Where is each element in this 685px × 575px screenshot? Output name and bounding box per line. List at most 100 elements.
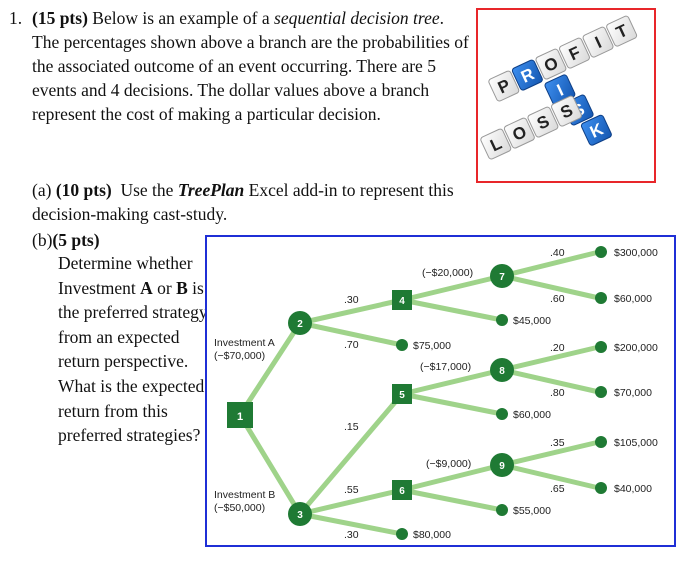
tree-branches — [237, 249, 602, 537]
node-9 — [490, 453, 514, 477]
node-6 — [392, 480, 412, 500]
part-b-label: (b) — [32, 230, 53, 250]
part-b-inv-b: B — [176, 277, 188, 298]
branch-9-40k — [499, 462, 602, 491]
terminal-80k — [396, 528, 408, 540]
decision-tree-svg: 1 4 5 6 2 3 7 8 9 Investment A (−$70,000… — [214, 246, 658, 541]
branch-2-4 — [297, 297, 405, 326]
value-60k-b: $60,000 — [513, 409, 551, 421]
label-d4-cost: (−$20,000) — [422, 267, 473, 279]
svg-text:6: 6 — [399, 486, 405, 497]
part-b-body: Determine whether Investment A or B is t… — [58, 251, 208, 448]
svg-text:3: 3 — [297, 510, 303, 521]
value-200k: $200,000 — [614, 342, 658, 354]
label-p3-top: .15 — [344, 421, 359, 433]
label-d6-cost: (−$9,000) — [426, 458, 471, 470]
node-8 — [490, 358, 514, 382]
terminal-200k — [595, 341, 607, 353]
branch-8-70k — [499, 367, 602, 395]
branch-5-60k — [399, 391, 505, 417]
label-inv-b: Investment B — [214, 489, 275, 501]
label-p7-bot: .60 — [550, 293, 565, 305]
branch-5-8 — [399, 367, 505, 397]
branch-2-75k — [297, 320, 405, 348]
value-75k: $75,000 — [413, 340, 451, 352]
tile-f1: F — [559, 37, 590, 69]
question-text: (15 pts) Below is an example of a sequen… — [32, 6, 472, 126]
svg-text:9: 9 — [499, 461, 505, 472]
label-d5-cost: (−$17,000) — [420, 361, 471, 373]
svg-text:4: 4 — [399, 296, 405, 307]
terminal-40k — [595, 482, 607, 494]
node-2 — [288, 311, 312, 335]
tile-t1: T — [606, 15, 638, 47]
part-b-heading: (b)(5 pts) — [32, 228, 100, 252]
tile-p1: P — [488, 70, 520, 102]
label-inv-a: Investment A — [214, 337, 275, 349]
part-b-text-3: is the preferred strategy from an expect… — [58, 277, 208, 446]
tile-s4: S — [551, 95, 582, 127]
profit-tiles: P R O F I T — [488, 15, 638, 102]
value-80k: $80,000 — [413, 529, 451, 541]
value-55k: $55,000 — [513, 505, 551, 517]
part-a-points: (10 pts) — [55, 180, 112, 200]
risk-profit-loss-image: P R O F I T I S K L O S S — [476, 8, 656, 183]
part-a-label: (a) — [32, 180, 52, 200]
part-a-text-before: Use the — [120, 180, 174, 200]
label-p2-top: .30 — [344, 294, 359, 306]
branch-8-200k — [499, 344, 602, 373]
part-b-text-1: Determine whether Investment — [58, 253, 193, 298]
branch-4-45k — [399, 297, 505, 323]
node-3 — [288, 502, 312, 526]
svg-text:2: 2 — [297, 319, 303, 330]
question-points: (15 pts) — [32, 8, 88, 28]
tile-o1: O — [535, 48, 567, 80]
tree-labels: Investment A (−$70,000) Investment B (−$… — [214, 247, 658, 541]
label-p9-top: .35 — [550, 437, 565, 449]
branch-3-80k — [297, 511, 405, 537]
svg-text:1: 1 — [237, 411, 243, 423]
node-1 — [227, 402, 253, 428]
tile-r1: R — [511, 59, 543, 91]
question-rest: . The percentages shown above a branch a… — [32, 8, 469, 124]
letter-tiles-illustration: P R O F I T I S K L O S S — [480, 15, 638, 160]
terminal-105k — [595, 436, 607, 448]
terminal-60k-b — [496, 408, 508, 420]
terminal-300k — [595, 246, 607, 258]
loss-tiles: L O S S — [480, 95, 582, 160]
terminal-75k — [396, 339, 408, 351]
value-300k: $300,000 — [614, 247, 658, 259]
label-p2-mid: .70 — [344, 339, 359, 351]
svg-text:5: 5 — [399, 390, 405, 401]
value-45k: $45,000 — [513, 315, 551, 327]
chance-nodes: 2 3 7 8 9 — [288, 264, 514, 526]
tile-i1: I — [582, 26, 614, 58]
question-number: 1. — [9, 8, 23, 28]
label-p8-top: .20 — [550, 342, 565, 354]
branch-3-6 — [297, 487, 405, 517]
terminal-60k — [595, 292, 607, 304]
node-7 — [490, 264, 514, 288]
terminal-70k — [595, 386, 607, 398]
node-5 — [392, 384, 412, 404]
part-b-inv-a: A — [140, 277, 153, 298]
decision-nodes: 1 4 5 6 — [227, 290, 412, 500]
part-b-text-2: or — [157, 277, 172, 298]
label-inv-b-cost: (−$50,000) — [214, 502, 265, 514]
question-term: sequential decision tree — [274, 8, 440, 28]
tile-k2: K — [580, 114, 612, 146]
part-a: (a) (10 pts) Use the TreePlan Excel add-… — [32, 178, 472, 226]
risk-tiles: I S K — [544, 74, 612, 146]
branch-7-300k — [499, 249, 602, 279]
label-p3-bot: .30 — [344, 529, 359, 541]
label-p3-mid: .55 — [344, 484, 359, 496]
label-inv-a-cost: (−$70,000) — [214, 350, 265, 362]
tile-l3: L — [480, 128, 512, 160]
value-105k: $105,000 — [614, 437, 658, 449]
branch-9-105k — [499, 439, 602, 468]
branch-1-3 — [237, 412, 303, 517]
decision-tree-diagram: 1 4 5 6 2 3 7 8 9 Investment A (−$70,000… — [205, 235, 676, 547]
value-60k: $60,000 — [614, 293, 652, 305]
branch-6-9 — [399, 462, 505, 493]
tile-s3: S — [527, 106, 559, 138]
